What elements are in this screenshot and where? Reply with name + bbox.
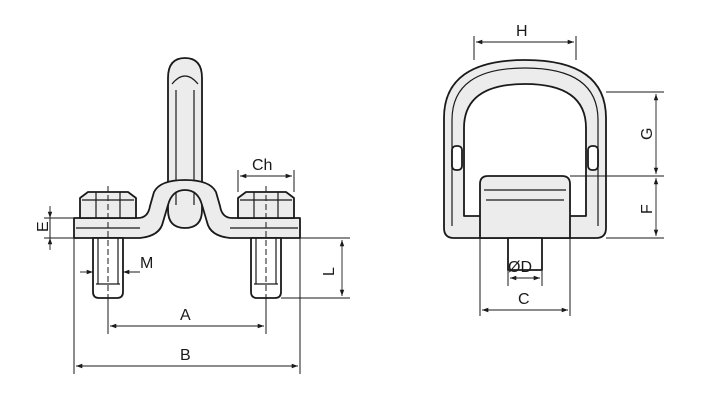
dimension-a: A — [107, 298, 267, 334]
right-slot — [587, 145, 599, 171]
dimension-b: B — [73, 238, 301, 374]
label-e: E — [35, 221, 52, 232]
left-slot — [451, 145, 463, 171]
label-f: F — [639, 204, 656, 214]
label-d: ØD — [508, 259, 532, 276]
dimension-m: M — [80, 255, 153, 275]
dimension-d: ØD — [507, 259, 543, 286]
dimension-h: H — [473, 23, 577, 60]
dimension-c: C — [479, 238, 571, 316]
dimension-ch: Ch — [237, 157, 295, 192]
label-m: M — [140, 255, 153, 272]
label-b: B — [180, 347, 191, 364]
dimension-g: G — [570, 91, 664, 177]
dimension-e: E — [35, 206, 80, 250]
front-view: H G F ØD C — [443, 23, 664, 316]
label-g: G — [639, 128, 656, 140]
label-h: H — [516, 23, 528, 40]
label-c: C — [518, 291, 530, 308]
side-view: A B M Ch E — [35, 57, 350, 374]
label-ch: Ch — [252, 157, 272, 174]
label-l: L — [321, 267, 338, 276]
dimension-f: F — [606, 178, 664, 239]
clamp-block — [479, 175, 571, 239]
label-a: A — [180, 307, 191, 324]
dimension-l: L — [281, 237, 350, 299]
